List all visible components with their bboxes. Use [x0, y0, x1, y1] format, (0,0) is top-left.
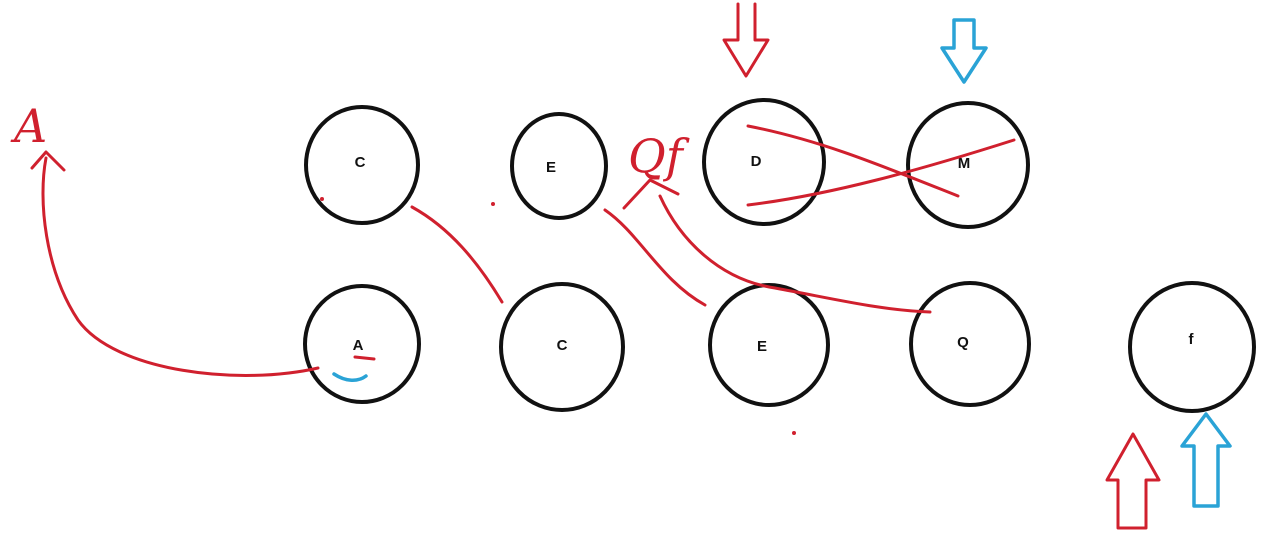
blue-arc-mark: [332, 372, 368, 382]
svg-text:E: E: [757, 338, 767, 355]
red-up-arrow-icon: [1105, 432, 1161, 530]
blue-annotations: [332, 18, 1232, 508]
red-down-arrow-icon: [722, 2, 770, 78]
svg-text:Q: Q: [957, 334, 969, 351]
node-top-m: M: [906, 101, 1030, 229]
tick-mark-a: [353, 355, 376, 361]
svg-text:C: C: [557, 337, 568, 354]
red-annotations: A Qf: [10, 2, 1161, 530]
node-bottom-q: Q: [909, 281, 1031, 407]
svg-text:D: D: [751, 153, 762, 170]
svg-text:f: f: [1189, 331, 1195, 348]
svg-text:C: C: [355, 154, 366, 171]
svg-text:E: E: [546, 159, 556, 176]
handwritten-qf: Qf: [628, 129, 690, 183]
node-top-e: E: [510, 112, 608, 220]
node-top-d: D: [702, 98, 826, 226]
handwritten-a: A: [10, 99, 47, 153]
link-c-c: [410, 205, 504, 304]
arrowhead-qf: [622, 178, 680, 210]
crossout-stroke-2: [746, 138, 1016, 207]
node-bottom-f: f: [1128, 281, 1256, 413]
dot-mark-2: [491, 202, 495, 206]
node-top-c: C: [304, 105, 420, 225]
link-e-e: [603, 208, 707, 307]
crossout-stroke-1: [746, 124, 960, 198]
arrowhead-a: [30, 150, 66, 172]
curve-a-to-front: [41, 156, 320, 377]
dot-mark-3: [792, 431, 796, 435]
svg-text:M: M: [958, 155, 971, 172]
svg-text:A: A: [353, 337, 364, 354]
node-bottom-e: E: [708, 283, 830, 407]
blue-down-arrow-icon: [940, 18, 988, 84]
node-bottom-a: A: [303, 284, 421, 404]
node-bottom-c: C: [499, 282, 625, 412]
dot-mark-1: [320, 197, 324, 201]
blue-up-arrow-icon: [1180, 412, 1232, 508]
curve-q-to-qf: [658, 194, 932, 314]
